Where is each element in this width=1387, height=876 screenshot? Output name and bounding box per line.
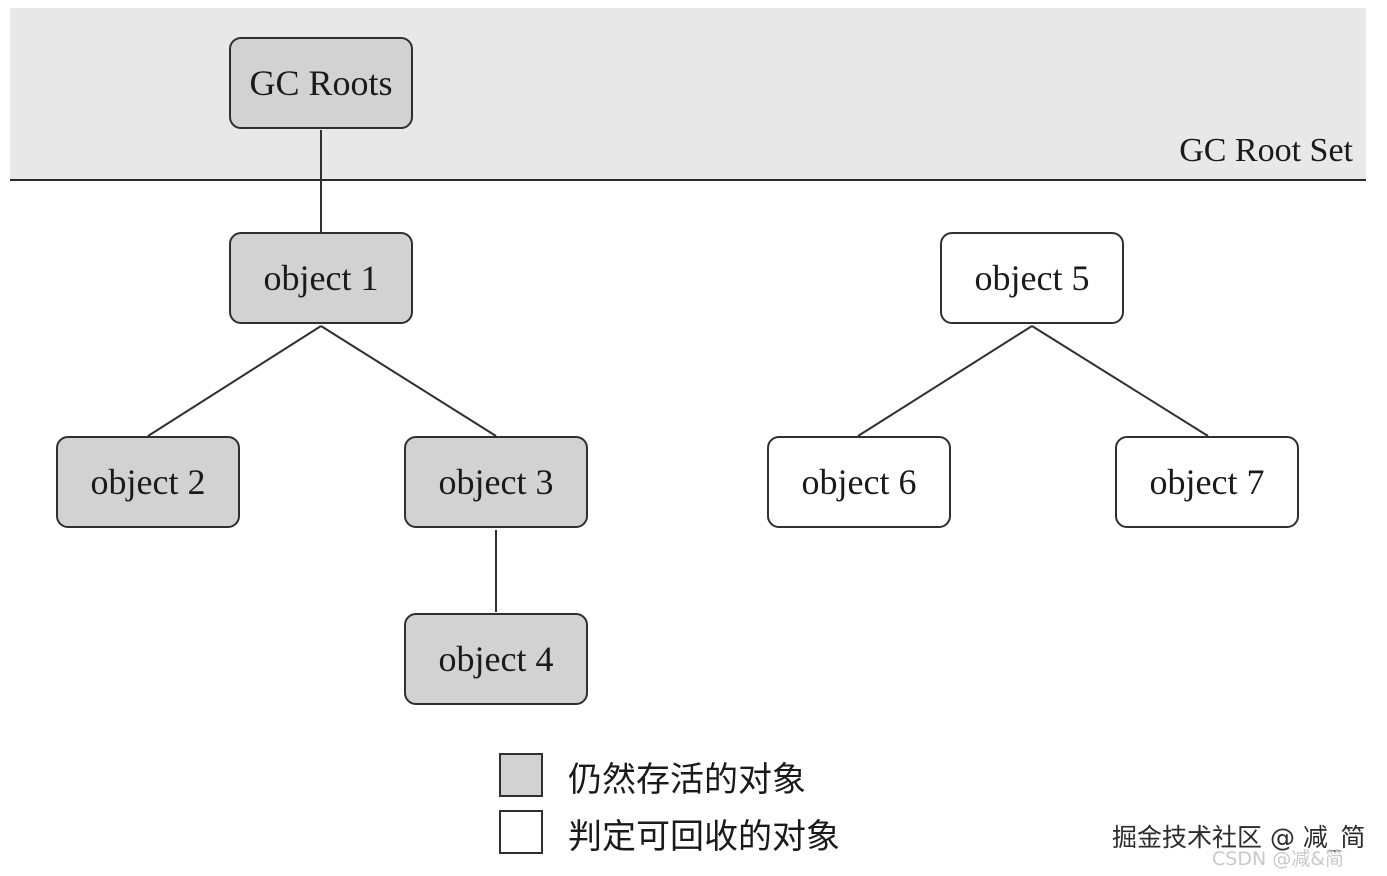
- object-2-node: object 2: [56, 436, 240, 528]
- legend-collectable-label: 判定可回收的对象: [568, 817, 840, 857]
- edge-object-1-object-3: [320, 325, 497, 437]
- legend-live-swatch: [499, 753, 543, 797]
- legend-live-label: 仍然存活的对象: [568, 760, 806, 800]
- object-3-node: object 3: [404, 436, 588, 528]
- watermark-csdn: CSDN @减&简: [1212, 848, 1345, 870]
- gc-roots-node: GC Roots: [229, 37, 413, 129]
- object-1-node: object 1: [229, 232, 413, 324]
- gc-root-set-divider: [10, 179, 1366, 181]
- watermark-juejin: 掘金技术社区 @ 减_简: [1112, 823, 1366, 852]
- object-4-node: object 4: [404, 613, 588, 705]
- edge-object-5-object-6: [857, 325, 1033, 437]
- object-7-node: object 7: [1115, 436, 1299, 528]
- gc-root-set-label: GC Root Set: [1179, 132, 1353, 169]
- object-5-node: object 5: [940, 232, 1124, 324]
- edge-object-5-object-7: [1031, 325, 1209, 437]
- legend-collectable-swatch: [499, 810, 543, 854]
- edge-object-1-object-2: [147, 325, 322, 437]
- object-6-node: object 6: [767, 436, 951, 528]
